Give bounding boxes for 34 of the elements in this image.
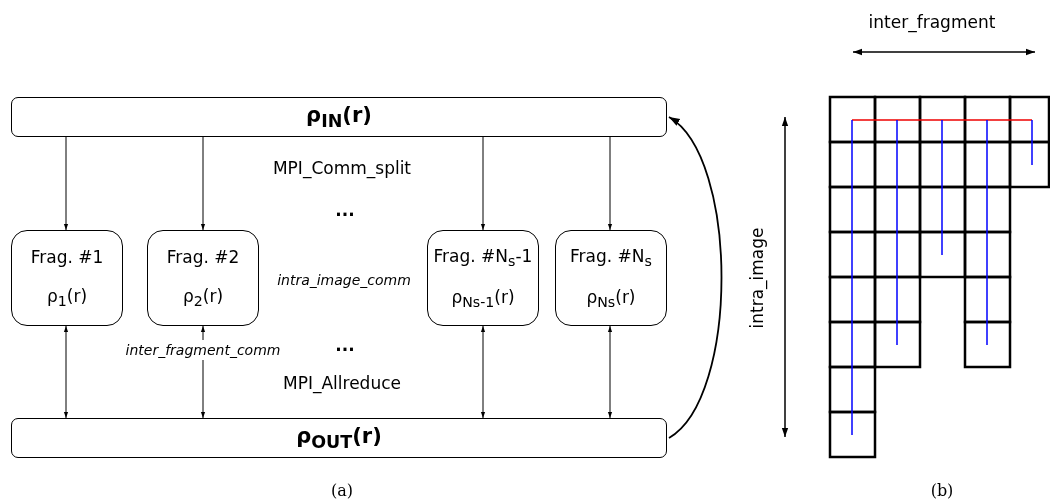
fragment-title: Frag. #N$_{s}$-1 [433,245,533,270]
axis-label: inter_fragment [868,12,996,32]
panel-label: (b) [930,480,954,500]
fragment-box [427,230,539,326]
ellipsis: ... [335,200,355,220]
fragment-box [147,230,259,326]
arrow [607,325,613,419]
panel-label: (a) [331,480,353,500]
fragment-title: Frag. #2 [166,246,240,267]
edge-label: inter_fragment_comm [125,340,281,360]
arrow [63,136,69,231]
density-label: ρ$_{1}$(r) [46,285,88,310]
fragment-box [555,230,667,326]
process-bar [11,97,667,137]
density-label: ρ$_{OUT}$(r) [296,423,382,453]
arrow [607,136,613,231]
arrow [200,136,206,231]
arrow [480,325,486,419]
density-label: ρ$_{Ns-1}$(r) [451,286,515,311]
communicator-label: intra_image_comm [277,272,411,288]
density-label: ρ$_{IN}$(r) [306,102,372,132]
axis-label: intra_image [747,227,767,329]
fragment-box [11,230,123,326]
process-bar [11,418,667,458]
arrow [668,116,723,439]
arrow [63,325,69,419]
fragment-title: Frag. #N$_{s}$ [570,245,652,270]
arrow [480,136,486,231]
density-label: ρ$_{Ns}$(r) [586,286,636,311]
fragment-title: Frag. #1 [30,246,104,267]
operation-label: MPI_Comm_split [272,158,412,178]
operation-label: MPI_Allreduce [283,373,401,393]
density-label: ρ$_{2}$(r) [182,285,224,310]
ellipsis: ... [335,335,355,355]
